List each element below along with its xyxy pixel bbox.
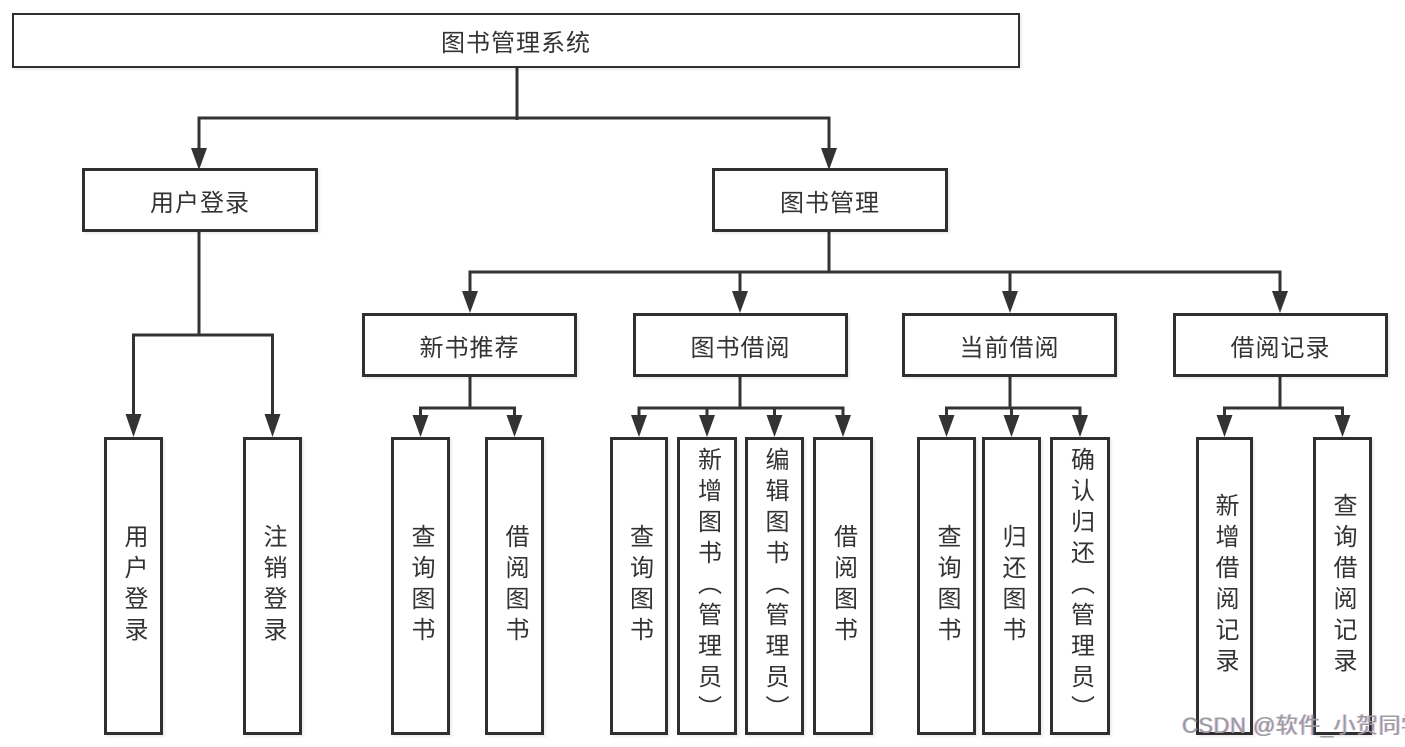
leaf-bb-borrow-books-label: 借阅图书: [829, 524, 857, 648]
node-new-book-recommend-label: 新书推荐: [419, 334, 520, 362]
arrowhead-borrow-records: [1272, 291, 1288, 313]
leaf-cb-confirm-return-admin-label: 确认归还（管理员）: [1066, 446, 1094, 726]
leaf-bb-query-books-label: 查询图书: [625, 524, 653, 648]
arrowhead-leaf-logout: [264, 414, 281, 437]
node-new-book-recommend: 新书推荐: [362, 313, 577, 377]
leaf-user-login: 用户登录: [104, 437, 163, 735]
arrowhead-bb-borrow: [835, 415, 851, 437]
arrowhead-bb-add: [699, 415, 715, 437]
leaf-bb-edit-books-admin-label: 编辑图书（管理员）: [761, 446, 788, 726]
leaf-bb-add-books-admin: 新增图书（管理员）: [677, 437, 737, 735]
leaf-rec-borrow-books-label: 借阅图书: [501, 524, 528, 648]
leaf-bb-edit-books-admin: 编辑图书（管理员）: [745, 437, 804, 735]
leaf-br-query-record-label: 查询借阅记录: [1329, 493, 1356, 679]
node-user-login-label: 用户登录: [150, 189, 250, 217]
node-book-borrowing: 图书借阅: [633, 313, 848, 377]
arrowhead-new-book-rec: [462, 291, 478, 313]
arrowhead-rec-query: [412, 415, 429, 437]
arrowhead-rec-borrow: [506, 415, 523, 437]
arrowhead-book-borrow: [732, 291, 748, 313]
leaf-bb-query-books: 查询图书: [610, 437, 668, 735]
arrowhead-user-login: [191, 148, 207, 170]
node-borrow-records-label: 借阅记录: [1230, 334, 1331, 362]
arrowhead-leaf-user-login: [125, 414, 142, 437]
arrowhead-cb-confirm: [1072, 415, 1088, 437]
arrowhead-bb-query: [631, 415, 647, 437]
node-user-login: 用户登录: [82, 168, 318, 232]
leaf-br-add-record-label: 新增借阅记录: [1211, 493, 1238, 679]
arrowhead-current-borrow: [1002, 291, 1018, 313]
arrowhead-br-query: [1334, 415, 1351, 437]
node-borrow-records: 借阅记录: [1173, 313, 1388, 377]
node-current-borrowing-label: 当前借阅: [959, 334, 1060, 362]
csdn-watermark: CSDN @软件_小贺同学: [1182, 713, 1405, 738]
leaf-br-add-record: 新增借阅记录: [1196, 437, 1253, 735]
leaf-cb-query-books: 查询图书: [917, 437, 976, 735]
arrowhead-cb-query: [938, 415, 955, 437]
leaf-user-login-label: 用户登录: [120, 524, 147, 648]
leaf-logout-login: 注销登录: [243, 437, 302, 735]
node-library-system-label: 图书管理系统: [441, 30, 591, 57]
arrowhead-br-add: [1216, 415, 1233, 437]
arrowhead-cb-return: [1003, 415, 1020, 437]
leaf-cb-return-books-label: 归还图书: [998, 524, 1025, 648]
node-book-management: 图书管理: [712, 168, 948, 232]
node-book-borrowing-label: 图书借阅: [690, 334, 791, 362]
arrowhead-book-mgmt: [821, 148, 837, 170]
node-book-management-label: 图书管理: [780, 189, 880, 217]
leaf-bb-borrow-books: 借阅图书: [813, 437, 873, 735]
arrowhead-bb-edit: [766, 415, 783, 437]
leaf-bb-add-books-admin-label: 新增图书（管理员）: [693, 446, 721, 726]
leaf-br-query-record: 查询借阅记录: [1313, 437, 1372, 735]
leaf-cb-confirm-return-admin: 确认归还（管理员）: [1050, 437, 1110, 735]
node-library-system: 图书管理系统: [12, 13, 1020, 68]
leaf-rec-borrow-books: 借阅图书: [485, 437, 544, 735]
node-current-borrowing: 当前借阅: [902, 313, 1117, 377]
leaf-cb-return-books: 归还图书: [982, 437, 1041, 735]
leaf-rec-query-books-label: 查询图书: [407, 524, 434, 648]
leaf-rec-query-books: 查询图书: [391, 437, 450, 735]
leaf-logout-login-label: 注销登录: [259, 524, 286, 648]
leaf-cb-query-books-label: 查询图书: [933, 524, 960, 648]
